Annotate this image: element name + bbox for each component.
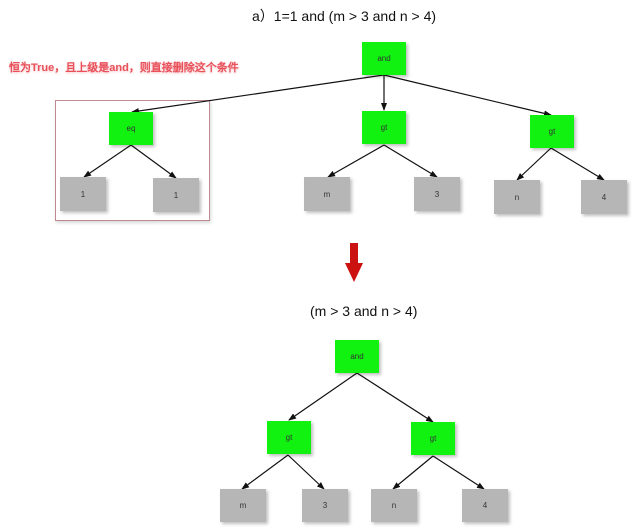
leaf-n: n [494, 180, 540, 214]
leaf-4: 4 [581, 180, 627, 214]
edge-bgt2-n [392, 455, 434, 490]
edge-bgt2-4 [432, 455, 485, 490]
leaf-1-left: 1 [60, 177, 106, 211]
leaf-1-right: 1 [153, 178, 199, 212]
leaf-4-result: 4 [462, 489, 508, 522]
node-eq: eq [109, 112, 153, 145]
node-gt-n4: gt [530, 115, 574, 148]
edge-eq-1a [83, 144, 132, 178]
node-gt-m3-result: gt [267, 421, 311, 454]
edge-and-gt2 [383, 74, 552, 117]
edge-eq-1b [130, 144, 177, 179]
leaf-m-result: m [220, 489, 266, 522]
annotation-note: 恒为True，且上级是and，则直接删除这个条件 [9, 62, 239, 74]
down-arrow-icon [345, 243, 363, 282]
edge-band-gt1 [288, 372, 358, 421]
edge-gt1-3 [383, 144, 438, 178]
highlight-box [55, 100, 210, 221]
node-gt-n4-result: gt [411, 422, 455, 455]
edge-gt2-4 [550, 147, 605, 181]
node-and-root: and [362, 42, 406, 75]
edge-bgt1-m [241, 454, 289, 490]
edge-gt2-n [516, 147, 552, 181]
edge-band-gt2 [356, 372, 434, 423]
node-and-root-result: and [335, 340, 379, 373]
top-title: a）1=1 and (m > 3 and n > 4) [252, 8, 437, 24]
edge-bgt1-3 [287, 454, 325, 490]
node-gt-m3: gt [362, 111, 406, 144]
edge-and-eq [131, 74, 385, 114]
bottom-title: (m > 3 and n > 4) [310, 303, 418, 319]
leaf-3-result: 3 [302, 489, 348, 522]
edge-gt1-m [327, 144, 385, 178]
leaf-m: m [304, 177, 350, 211]
leaf-n-result: n [371, 489, 417, 522]
leaf-3: 3 [414, 177, 460, 211]
